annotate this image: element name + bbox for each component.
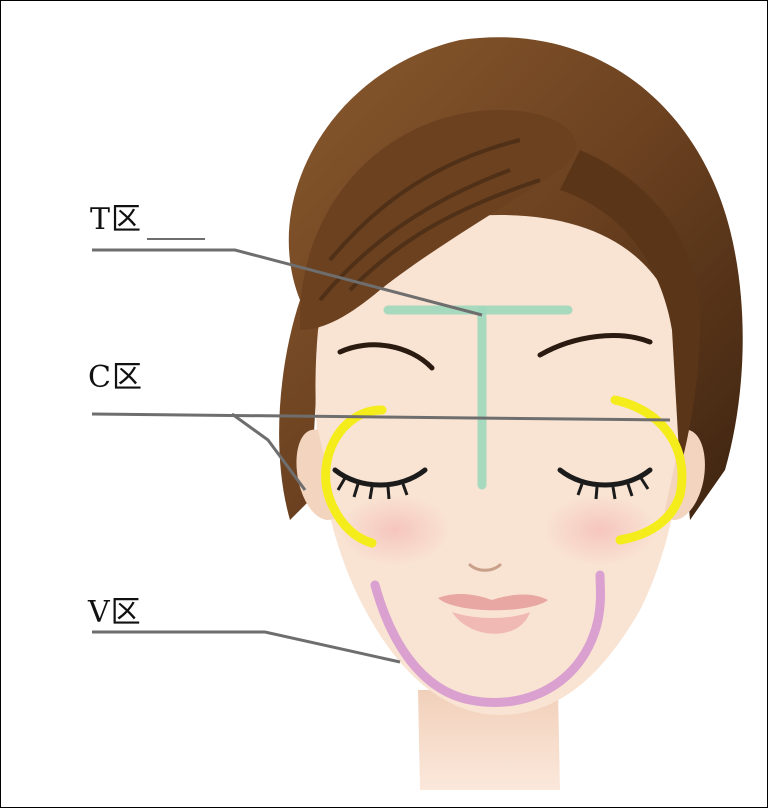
c-zone-label: C区 bbox=[88, 360, 143, 395]
hair-right-side bbox=[560, 150, 700, 470]
face bbox=[315, 215, 684, 715]
t-zone-label: T区 bbox=[90, 202, 143, 237]
lower-lip-tongue bbox=[452, 612, 530, 634]
c-zone-leader-branch bbox=[231, 412, 307, 491]
leader-lines bbox=[91, 238, 671, 664]
c-zone-mark-left bbox=[321, 405, 387, 548]
v-zone-label: V区 bbox=[88, 595, 142, 630]
nose bbox=[468, 563, 502, 572]
right-eye bbox=[557, 467, 653, 500]
hair-fringe bbox=[300, 110, 577, 330]
t-zone-mark bbox=[383, 305, 573, 490]
c-zone-leader bbox=[91, 412, 671, 422]
v-zone-mark bbox=[370, 570, 605, 707]
right-eyebrow bbox=[537, 333, 653, 358]
right-cheek-blush bbox=[545, 495, 655, 565]
c-zone-mark-right bbox=[610, 395, 687, 545]
t-zone-leader bbox=[92, 248, 483, 317]
left-cheek-blush bbox=[340, 495, 450, 565]
left-eye bbox=[332, 467, 428, 500]
neck bbox=[418, 690, 560, 790]
v-zone-leader bbox=[92, 630, 401, 664]
upper-lip bbox=[438, 594, 548, 611]
left-eyebrow bbox=[337, 342, 435, 371]
